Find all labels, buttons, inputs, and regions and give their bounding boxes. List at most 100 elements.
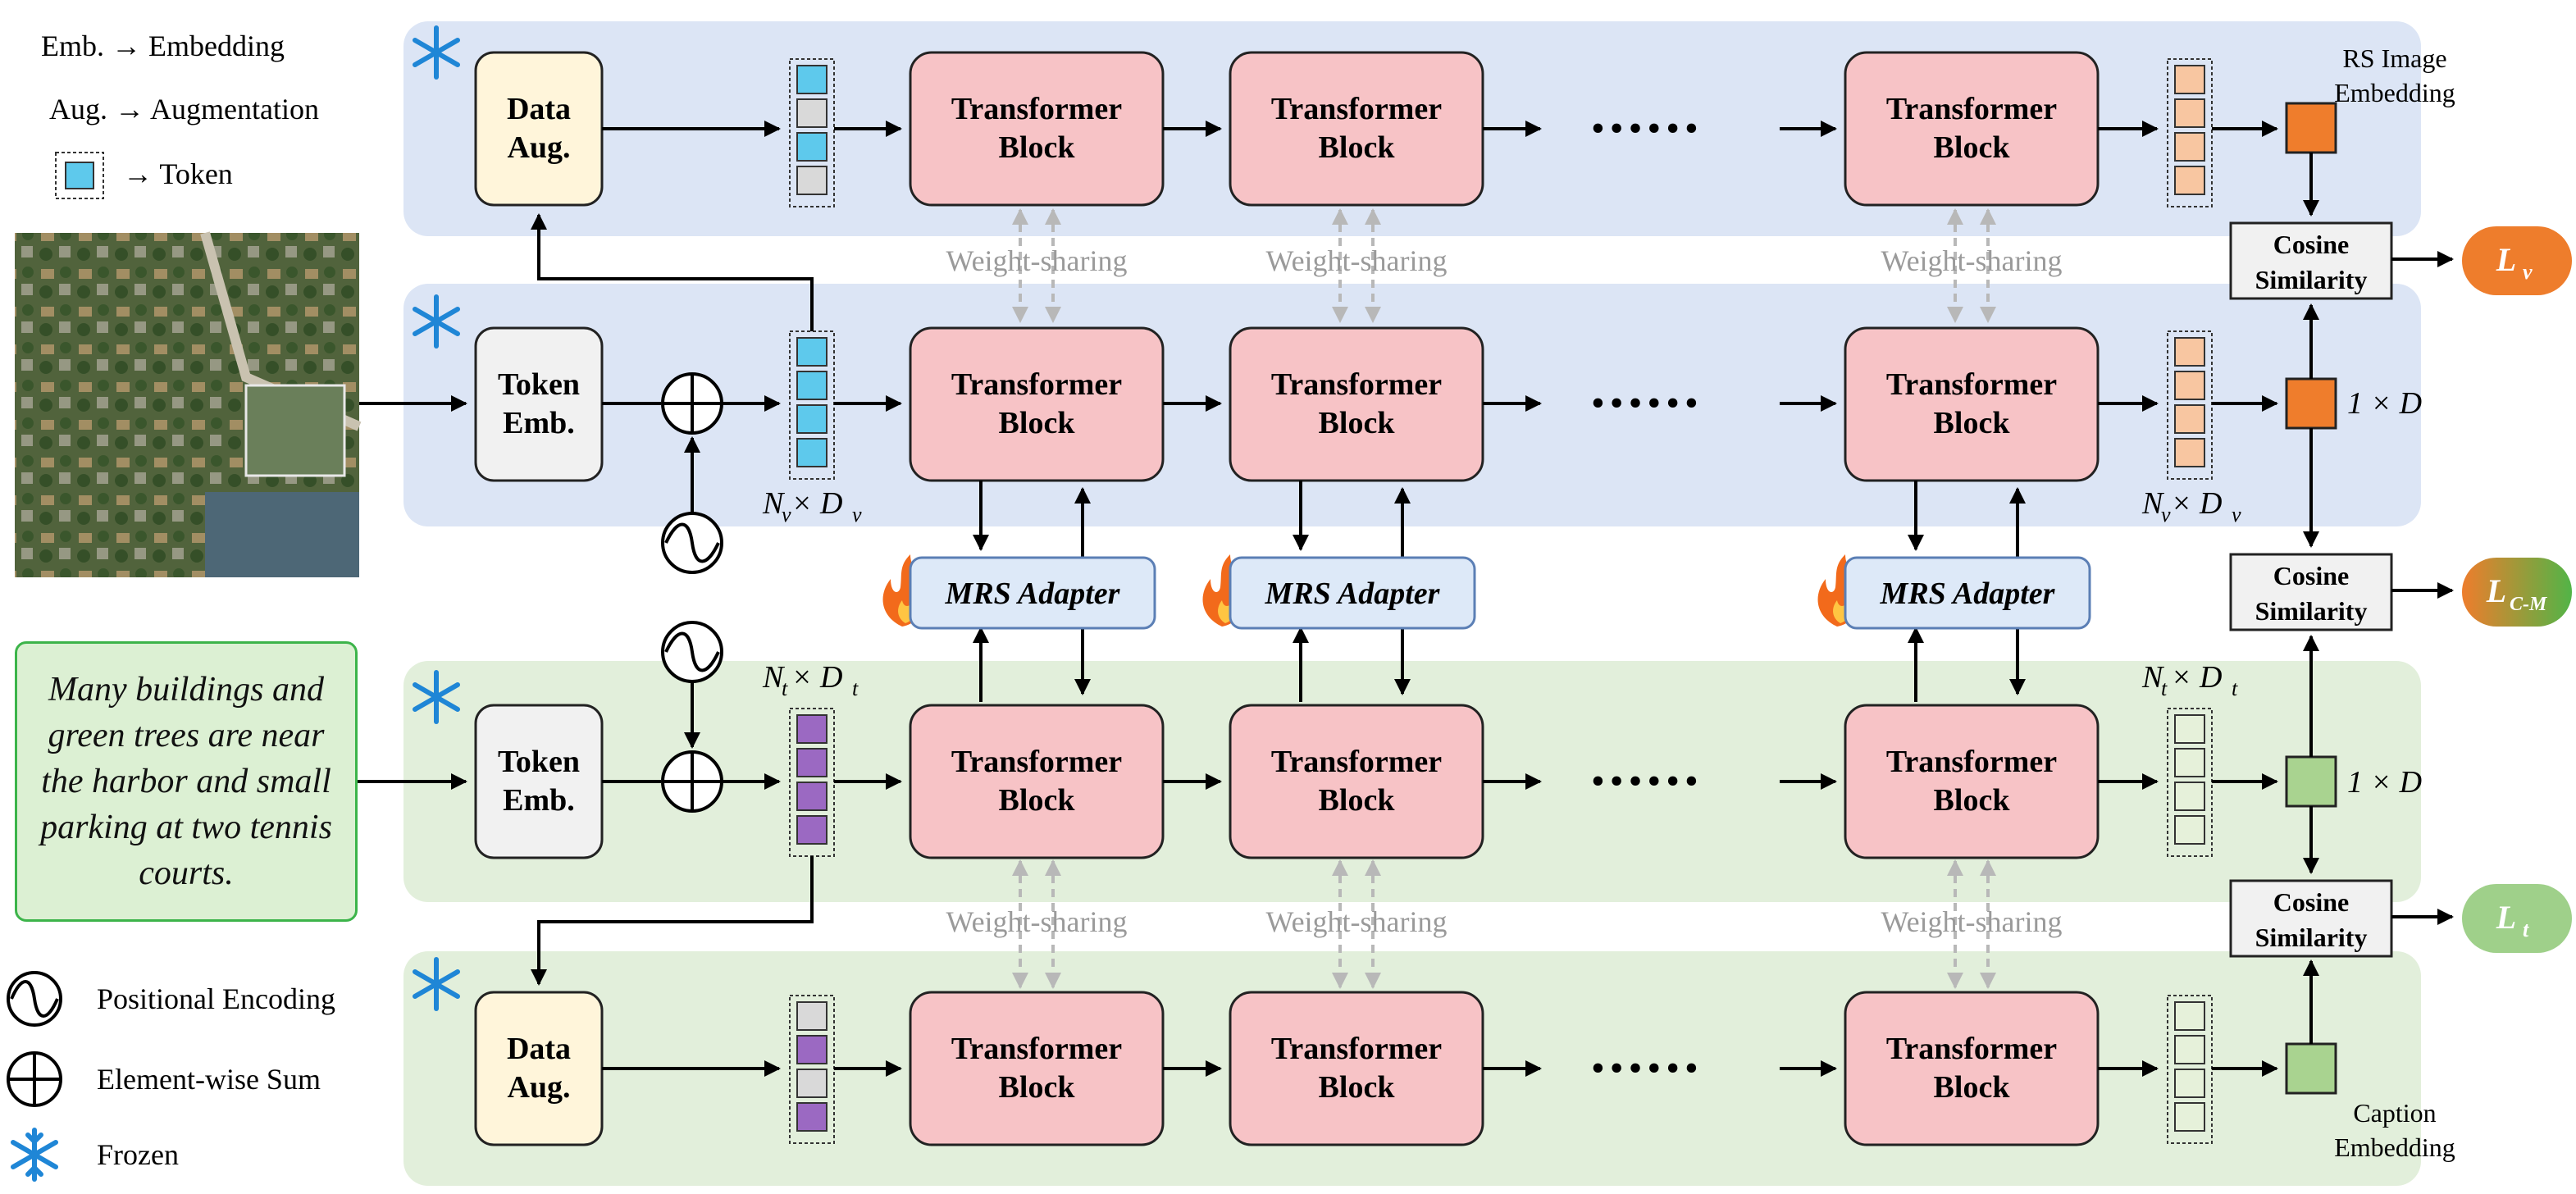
snowflake-icon <box>413 294 460 349</box>
svg-text:v: v <box>2161 503 2171 526</box>
svg-text:Block: Block <box>999 783 1076 818</box>
svg-text:L: L <box>2496 241 2516 278</box>
weight-sharing-label: Weight-sharing <box>1265 905 1447 938</box>
svg-text:Transformer: Transformer <box>951 92 1122 126</box>
row-rs-aug: Data Aug. Transformer Block Transformer … <box>413 25 2455 207</box>
svg-text:v: v <box>852 503 862 526</box>
svg-text:MRS Adapter: MRS Adapter <box>945 576 1121 611</box>
svg-text:Block: Block <box>1319 1070 1396 1105</box>
snowflake-icon <box>413 670 460 724</box>
svg-text:v: v <box>2523 260 2533 284</box>
positional-encoding-icon <box>7 971 62 1027</box>
adapter-connections <box>973 481 2026 702</box>
loss-t <box>2462 884 2572 953</box>
svg-text:Emb.: Emb. <box>503 783 575 818</box>
positional-encoding-icon <box>661 621 723 683</box>
svg-text:Transformer: Transformer <box>1271 92 1442 126</box>
weight-sharing-label: Weight-sharing <box>946 905 1127 938</box>
svg-text:Similarity: Similarity <box>2255 265 2368 294</box>
svg-text:Block: Block <box>1934 783 2011 818</box>
svg-text:Block: Block <box>1319 130 1396 165</box>
ellipsis: •••••• <box>1591 107 1703 150</box>
token-stack-output <box>2167 330 2213 480</box>
weight-sharing-label: Weight-sharing <box>1881 244 2062 277</box>
token-stack-input <box>789 708 835 857</box>
nv-dv-label: N × D <box>762 486 842 521</box>
transformer-block <box>909 991 1165 1146</box>
cosine-similarity-middle: Cosine Similarity L C-M <box>2229 428 2572 757</box>
row-text-aug: Data Aug. Transformer Block Transformer … <box>413 957 2455 1162</box>
transformer-block <box>1844 704 2100 859</box>
weight-sharing-bottom <box>1012 859 1996 989</box>
svg-text:Transformer: Transformer <box>951 1032 1122 1066</box>
svg-text:Similarity: Similarity <box>2255 923 2368 952</box>
token-emb-box <box>474 326 604 482</box>
svg-text:Token: Token <box>498 745 580 779</box>
transformer-block <box>1229 51 1484 207</box>
svg-text:Caption: Caption <box>2353 1098 2436 1128</box>
svg-text:t: t <box>2232 677 2238 700</box>
svg-text:Transformer: Transformer <box>1886 1032 2057 1066</box>
remote-sensing-image <box>15 231 362 577</box>
svg-text:Cosine: Cosine <box>2273 887 2349 917</box>
row-rs-main: Token Emb. N × D v v Transformer Block <box>359 213 2422 574</box>
rs-image-embedding <box>2285 102 2337 154</box>
svg-text:C-M: C-M <box>2510 594 2548 615</box>
transformer-block <box>909 51 1165 207</box>
legend-positional: Positional Encoding <box>97 982 335 1015</box>
svg-text:Similarity: Similarity <box>2255 596 2368 626</box>
svg-text:Transformer: Transformer <box>1886 367 2057 402</box>
svg-text:L: L <box>2496 899 2516 936</box>
token-stack-input <box>789 330 835 480</box>
svg-text:Transformer: Transformer <box>1271 745 1442 779</box>
element-wise-sum-icon <box>7 1051 62 1107</box>
svg-text:Block: Block <box>999 1070 1076 1105</box>
mrs-adapter: MRS Adapter <box>1817 554 2091 630</box>
svg-text:MRS Adapter: MRS Adapter <box>1265 576 1441 611</box>
token-stack-output <box>2167 708 2213 857</box>
svg-text:Aug.: Aug. <box>507 1070 570 1105</box>
svg-text:t: t <box>782 677 788 700</box>
legend-sum: Element-wise Sum <box>97 1063 321 1096</box>
svg-text:L: L <box>2486 572 2506 609</box>
svg-text:Block: Block <box>1319 783 1396 818</box>
snowflake-icon <box>11 1128 58 1182</box>
transformer-block <box>1229 704 1484 859</box>
legend: Emb. → Embedding Aug. → Augmentation → T… <box>7 30 335 1182</box>
svg-text:Block: Block <box>999 130 1076 165</box>
weight-sharing-top <box>1012 208 1996 323</box>
nv-dv-label: N × D <box>2141 486 2222 521</box>
nt-dt-label: N × D <box>762 660 842 695</box>
caption-embedding <box>2285 1042 2337 1095</box>
svg-text:Block: Block <box>1319 406 1396 440</box>
svg-text:Transformer: Transformer <box>1886 745 2057 779</box>
transformer-block <box>1229 326 1484 482</box>
svg-text:Cosine: Cosine <box>2273 561 2349 590</box>
cosine-similarity-bottom: Cosine Similarity L t <box>2229 806 2572 1044</box>
svg-text:Transformer: Transformer <box>1886 92 2057 126</box>
mrs-adapter: MRS Adapter <box>1202 554 1476 630</box>
svg-text:MRS Adapter: MRS Adapter <box>1880 576 2056 611</box>
token-stack-output <box>2167 995 2213 1144</box>
row-text-main: Token Emb. N × D t t Transformer Block <box>358 621 2422 986</box>
snowflake-icon <box>413 957 460 1011</box>
transformer-block <box>1844 51 2100 207</box>
svg-text:Block: Block <box>999 406 1076 440</box>
svg-text:Block: Block <box>1934 130 2011 165</box>
svg-text:Block: Block <box>1934 1070 2011 1105</box>
transformer-block <box>1229 991 1484 1146</box>
svg-text:Data: Data <box>507 1032 571 1066</box>
svg-text:t: t <box>2161 677 2168 700</box>
token-stack-output <box>2167 58 2213 207</box>
data-aug-box <box>474 51 604 207</box>
transformer-block <box>909 326 1165 482</box>
data-aug-box <box>474 991 604 1146</box>
legend-token: → Token <box>123 157 233 190</box>
token-stack-input <box>789 995 835 1144</box>
ellipsis: •••••• <box>1591 381 1703 425</box>
element-wise-sum-icon <box>661 372 723 435</box>
legend-frozen: Frozen <box>97 1138 179 1171</box>
dim-label: 1 × D <box>2347 765 2422 800</box>
svg-text:Embedding: Embedding <box>2334 78 2455 107</box>
weight-sharing-label: Weight-sharing <box>1265 244 1447 277</box>
